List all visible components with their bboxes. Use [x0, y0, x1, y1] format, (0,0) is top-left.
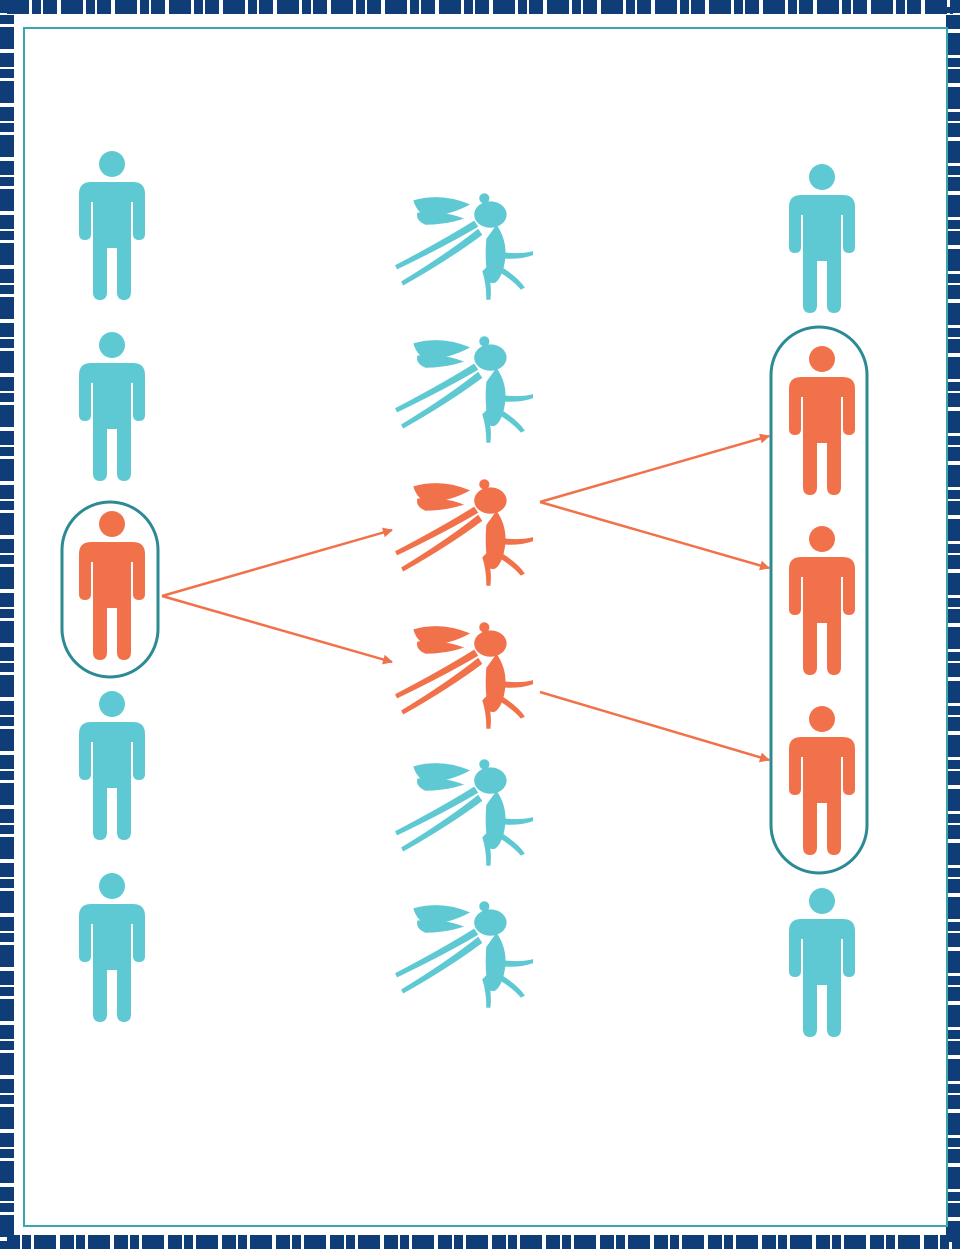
person-icon-right-2-infected	[789, 346, 855, 495]
transmission-arrow-mosquito-3-to-right-person-2	[540, 436, 769, 502]
person-icon-right-5-healthy	[789, 888, 855, 1037]
person-icon-left-5-healthy	[79, 873, 145, 1022]
person-icon-right-3-infected	[789, 526, 855, 675]
transmission-arrow-left-person-3-to-mosquito-4	[162, 596, 392, 662]
mosquito-icon-3-infected	[395, 479, 533, 586]
mosquito-icon-1-healthy	[395, 193, 533, 300]
infected-group-outlines	[62, 327, 867, 873]
person-icon-left-4-healthy	[79, 691, 145, 840]
mosquito-icon-6-healthy	[395, 901, 533, 1008]
mosquito-icon-5-healthy	[395, 759, 533, 866]
person-icon-left-2-healthy	[79, 332, 145, 481]
mosquito-icon-4-infected	[395, 622, 533, 729]
transmission-arrows	[162, 436, 769, 760]
transmission-arrow-mosquito-3-to-right-person-3	[540, 502, 769, 568]
mosquito-icon-2-healthy	[395, 336, 533, 443]
person-icon-right-1-healthy	[789, 164, 855, 313]
icon-columns	[79, 151, 855, 1037]
person-icon-left-3-infected	[79, 511, 145, 660]
transmission-arrow-left-person-3-to-mosquito-3	[162, 530, 392, 596]
person-icon-right-4-infected	[789, 706, 855, 855]
person-icon-left-1-healthy	[79, 151, 145, 300]
transmission-arrow-mosquito-4-to-right-person-4	[540, 692, 769, 760]
